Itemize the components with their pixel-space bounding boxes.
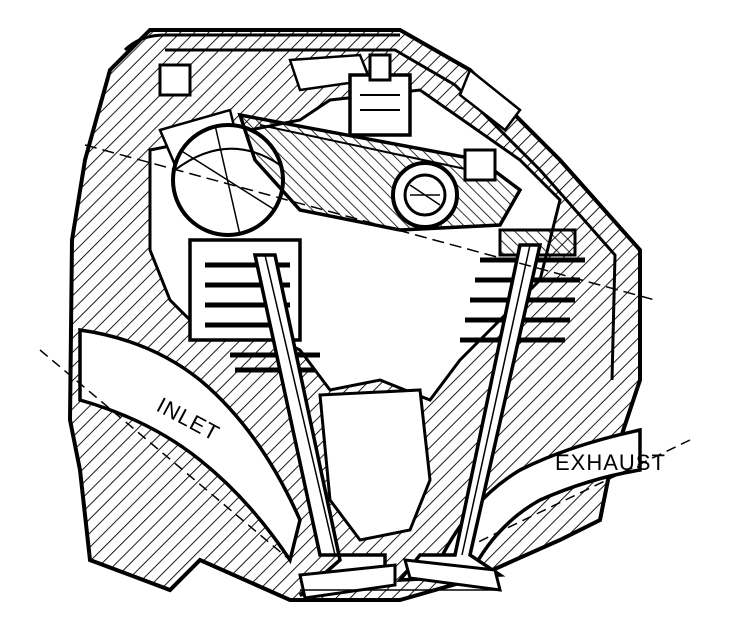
inlet-port — [39, 327, 302, 565]
adjuster-stud — [158, 53, 497, 182]
section-lines — [84, 144, 656, 591]
rocker-shaft — [391, 161, 459, 229]
exhaust-valve — [396, 243, 543, 592]
exhaust-label: EXHAUST — [555, 450, 666, 475]
